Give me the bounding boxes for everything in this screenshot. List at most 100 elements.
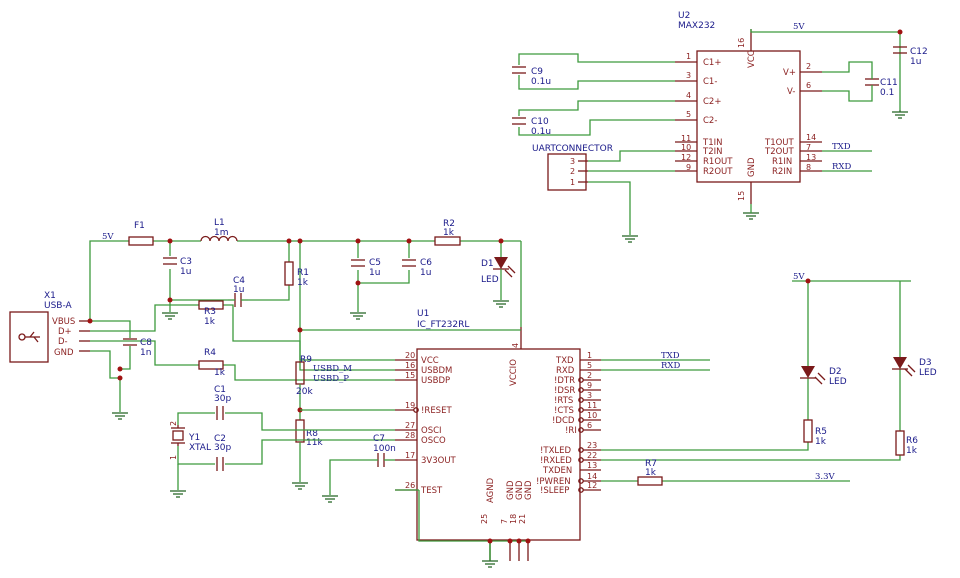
u2-pin5-num: 5 (686, 110, 691, 119)
u1-right-wiring: TXD RXD 3.3V (601, 351, 901, 482)
u2-r1in-label: R1IN (772, 157, 792, 167)
u1-value: IC_FT232RL (417, 320, 469, 330)
conn-pin1: 1 (570, 178, 575, 187)
u2-t1in-label: T1IN (702, 138, 722, 148)
ground-icon (162, 312, 178, 320)
y1: 2 1 Y1 XTAL (169, 421, 211, 460)
c5-ref: C5 (369, 258, 381, 268)
ground-icon (292, 482, 308, 490)
c5: C5 1u (351, 258, 381, 278)
r2-value: 1k (443, 228, 455, 238)
c2-ref: C2 (214, 434, 226, 444)
u2-t2out-label: T2OUT (764, 147, 795, 157)
c12-ref: C12 (910, 47, 928, 57)
u2-pin10-num: 10 (681, 143, 691, 152)
r4: R4 1k (198, 348, 226, 378)
c3-ref: C3 (180, 257, 192, 267)
u1-txden-label: TXDEN (542, 466, 572, 476)
u2-r2in-label: R2IN (772, 167, 792, 177)
ground-icon (322, 495, 338, 503)
u2-pin6-num: 6 (806, 81, 811, 90)
ground-icon (112, 412, 128, 420)
u2-c2p-label: C2+ (703, 97, 721, 107)
c10: C10 0.1u (512, 117, 551, 137)
u1-test-label: TEST (420, 486, 443, 496)
u1-pin22-num: 22 (587, 451, 597, 460)
c3-value: 1u (180, 267, 191, 277)
r1-ref: R1 (297, 268, 309, 278)
d3-value: LED (919, 368, 937, 378)
u1-rxled-label: !RXLED (540, 456, 572, 466)
u2-t2in-label: T2IN (702, 147, 722, 157)
u1-pin27-num: 27 (405, 421, 415, 430)
u1-pin7-num: 7 (500, 519, 509, 524)
ground-icon (482, 560, 498, 568)
c1-ref: C1 (214, 385, 226, 395)
net-5v-right: 5V (793, 272, 805, 282)
y1-pin2: 2 (169, 421, 178, 426)
c2: C2 30p (214, 434, 231, 471)
ground-icon (892, 110, 908, 119)
u2-pin8-num: 8 (806, 163, 811, 172)
c10-ref: C10 (531, 117, 549, 127)
u1-ground-wiring (395, 489, 531, 561)
u1-cts-label: !CTS (554, 406, 574, 416)
u1-gnd3-label: GND (524, 480, 534, 500)
u1-usbdm-label: USBDM (421, 366, 452, 376)
r3-value: 1k (204, 317, 216, 327)
net-5v-top: 5V (793, 22, 805, 32)
u2-vcc-label: VCC (747, 50, 757, 68)
u1-pin3-num: 3 (587, 391, 592, 400)
u1-pin5-num: 5 (587, 361, 592, 370)
u2-wiring: 5V TXD RXD (518, 22, 903, 235)
u1-pin19-num: 19 (405, 401, 415, 410)
u2-pin9-num: 9 (686, 163, 691, 172)
f1-ref: F1 (134, 221, 145, 231)
u2-pin16-num: 16 (737, 38, 746, 48)
u1-pin2-num: 2 (587, 371, 592, 380)
u2-pin4-num: 4 (686, 91, 691, 100)
r3-ref: R3 (204, 307, 216, 317)
c11: C11 0.1 (865, 72, 898, 98)
u1-sleep-label: !SLEEP (540, 486, 569, 496)
u1-pwren-label: !PWREN (536, 477, 571, 487)
ft232rl-u1: U1 IC_FT232RL 20 16 15 19 27 28 17 26 VC… (395, 309, 601, 561)
c2-value: 30p (214, 443, 231, 453)
r7: R7 1k (637, 459, 663, 486)
c7-ref: C7 (373, 434, 385, 444)
u1-vccio-label: VCCIO (509, 359, 519, 386)
power-rail: 5V (89, 232, 522, 361)
u1-rts-label: !RTS (554, 396, 573, 406)
r1-value: 1k (297, 278, 309, 288)
r1: R1 1k (284, 261, 309, 288)
c6: C6 1u (402, 258, 432, 278)
u2-c1p-label: C1+ (703, 58, 721, 68)
r9-value: 20k (296, 387, 313, 397)
c11-value: 0.1 (880, 88, 894, 98)
u2-pin2-num: 2 (806, 62, 811, 71)
u1-gnd1-label: GND (506, 480, 516, 500)
r7-ref: R7 (645, 459, 657, 469)
uart-connector: 3 2 1 UARTCONNECTOR (532, 144, 613, 191)
r5-ref: R5 (815, 427, 827, 437)
ground-icon (743, 204, 759, 220)
usb-vbus-label: VBUS (52, 317, 75, 327)
d1-value: LED (481, 275, 499, 285)
u1-txled-label: !TXLED (540, 446, 572, 456)
u1-ref: U1 (417, 309, 429, 319)
c6-value: 1u (420, 268, 431, 278)
u1-pin18-num: 18 (509, 514, 518, 524)
u2-c1m-label: C1- (703, 77, 717, 87)
u2-pin12-num: 12 (681, 153, 691, 162)
u1-dtr-label: !DTR (554, 376, 575, 386)
u1-pin15-num: 15 (405, 371, 415, 380)
u1-pin28-num: 28 (405, 431, 415, 440)
u1-pin10-num: 10 (587, 411, 597, 420)
d1-ref: D1 (481, 259, 494, 269)
u1-pin11-num: 11 (587, 401, 597, 410)
c11-ref: C11 (880, 78, 898, 88)
u2-pin13-num: 13 (806, 153, 816, 162)
y1-ref: Y1 (188, 433, 200, 443)
u2-vm-label: V- (787, 87, 795, 97)
